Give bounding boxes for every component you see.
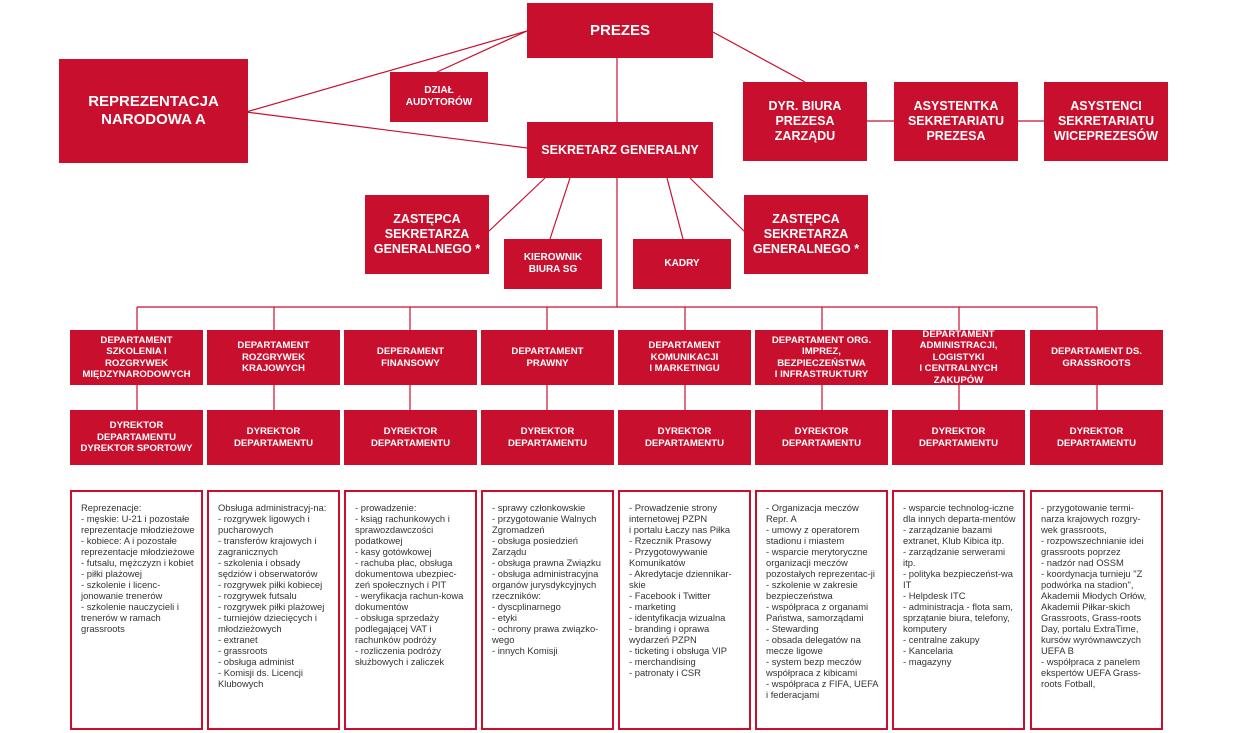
department-box: DEPARTAMENT ROZGRYWEK KRAJOWYCH	[207, 330, 340, 385]
prezes-box: PREZES	[527, 3, 713, 58]
kadry-box: KADRY	[633, 239, 731, 289]
department-box: DEPARTAMENT DS. GRASSROOTS	[1030, 330, 1163, 385]
director-box: DYREKTOR DEPARTAMENTU	[481, 410, 614, 465]
director-box: DYREKTOR DEPARTAMENTU	[892, 410, 1025, 465]
sekretarz-generalny-box: SEKRETARZ GENERALNY	[527, 122, 713, 178]
connector-line	[549, 177, 571, 240]
department-box: DEPARTAMENT KOMUNIKACJI I MARKETINGU	[618, 330, 751, 385]
department-tasks: - Prowadzenie strony internetowej PZPN i…	[618, 490, 751, 730]
connector-line	[245, 111, 528, 149]
director-box: DYREKTOR DEPARTAMENTU DYREKTOR SPORTOWY	[70, 410, 203, 465]
dyr-biura-prezesa-box: DYR. BIURA PREZESA ZARZĄDU	[743, 82, 867, 161]
connector-line	[710, 30, 806, 83]
department-box: DEPARTAMENT ORG. IMPREZ, BEZPIECZEŃSTWA …	[755, 330, 888, 385]
connector-line	[245, 30, 528, 113]
director-box: DYREKTOR DEPARTAMENTU	[618, 410, 751, 465]
department-tasks: - Organizacja meczów Repr. A - umowy z o…	[755, 490, 888, 730]
connector-line	[666, 177, 684, 240]
director-box: DYREKTOR DEPARTAMENTU	[207, 410, 340, 465]
department-box: DEPERAMENT FINANSOWY	[344, 330, 477, 385]
department-tasks: - przygotowanie termi-narza krajowych ro…	[1030, 490, 1163, 730]
asystenci-sekretariatu-box: ASYSTENCI SEKRETARIATU WICEPREZESÓW	[1044, 82, 1168, 161]
department-tasks: - wsparcie technolog-iczne dla innych de…	[892, 490, 1025, 730]
connector-line	[689, 177, 746, 233]
connector-line	[436, 30, 528, 73]
zastepca-sekretarza-left-box: ZASTĘPCA SEKRETARZA GENERALNEGO *	[365, 195, 489, 274]
department-tasks: - sprawy członkowskie - przygotowanie Wa…	[481, 490, 614, 730]
asystentka-sekretariatu-box: ASYSTENTKA SEKRETARIATU PREZESA	[894, 82, 1018, 161]
dzial-audytorow-box: DZIAŁ AUDYTORÓW	[390, 72, 488, 122]
kierownik-biura-sg-box: KIEROWNIK BIURA SG	[504, 239, 602, 289]
department-box: DEPARTAMENT ADMINISTRACJI, LOGISTYKI I C…	[892, 329, 1025, 386]
department-tasks: - prowadzenie: - ksiąg rachunkowych i sp…	[344, 490, 477, 730]
connector-line	[487, 177, 546, 233]
reprezentacja-narodowa-box: REPREZENTACJA NARODOWA A	[59, 59, 248, 163]
director-box: DYREKTOR DEPARTAMENTU	[1030, 410, 1163, 465]
department-tasks: Obsługa administracyj-na: - rozgrywek li…	[207, 490, 340, 730]
department-box: DEPARTAMENT PRAWNY	[481, 330, 614, 385]
director-box: DYREKTOR DEPARTAMENTU	[755, 410, 888, 465]
director-box: DYREKTOR DEPARTAMENTU	[344, 410, 477, 465]
zastepca-sekretarza-right-box: ZASTĘPCA SEKRETARZA GENERALNEGO *	[744, 195, 868, 274]
department-tasks: Reprezenacje: - męskie: U-21 i pozostałe…	[70, 490, 203, 730]
department-box: DEPARTAMENT SZKOLENIA I ROZGRYWEK MIĘDZY…	[70, 330, 203, 385]
